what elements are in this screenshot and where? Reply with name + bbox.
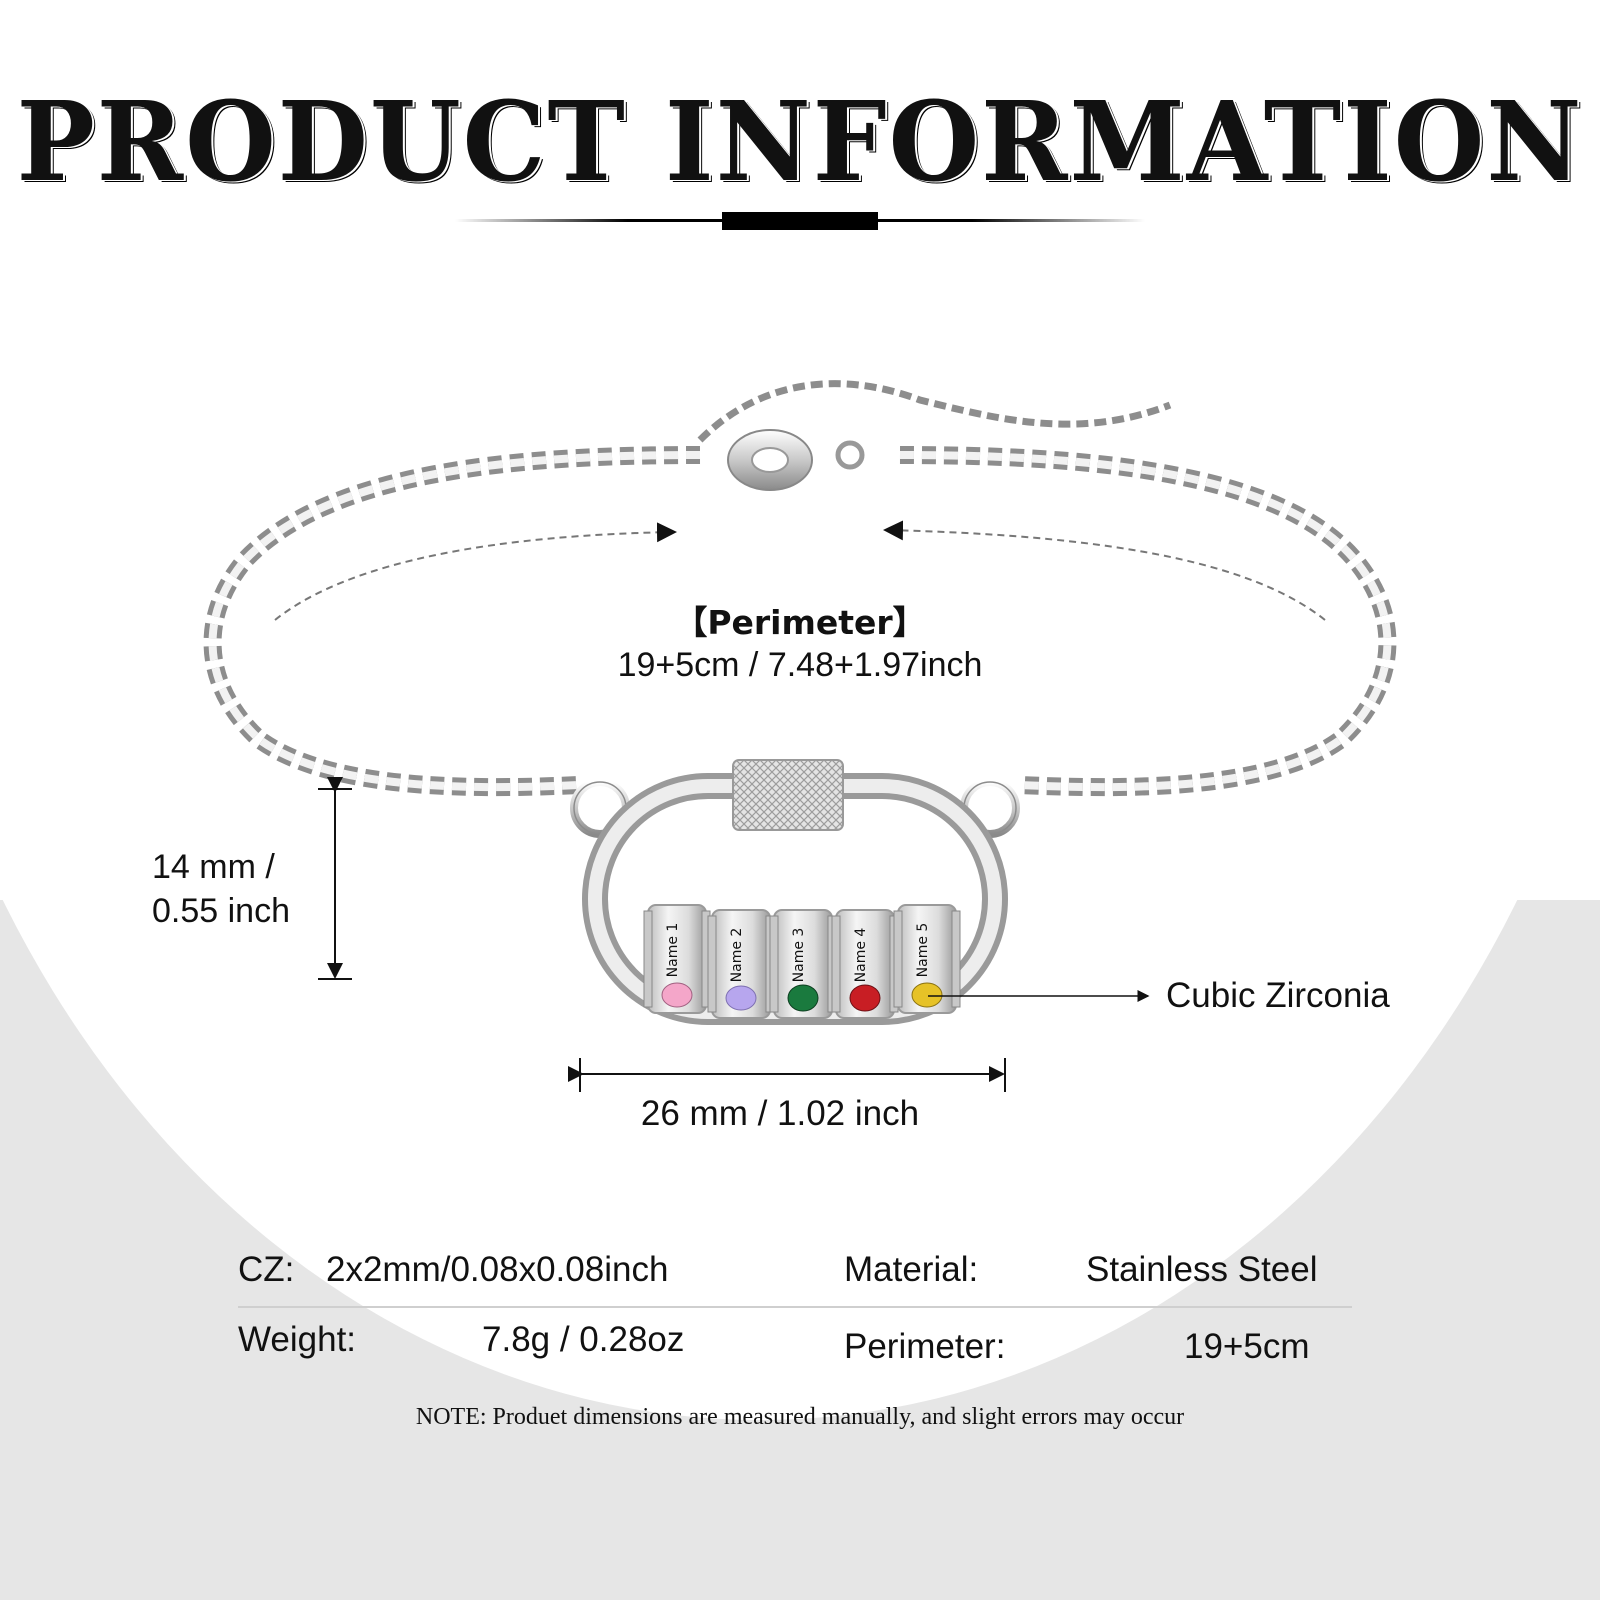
perimeter-arrow-left [274, 522, 677, 621]
spec-divider [238, 1306, 1352, 1308]
height-label-line1: 14 mm / [152, 848, 275, 886]
height-label-line2: 0.55 inch [152, 892, 290, 930]
title-divider-bar [722, 212, 878, 230]
svg-text:Name 1: Name 1 [665, 923, 681, 978]
width-dimension [568, 1058, 1006, 1092]
spec-perimeter-value: 19+5cm [1184, 1327, 1310, 1366]
bead-2: Name 2 [707, 909, 775, 1019]
spec-cz-value: 2x2mm/0.08x0.08inch [326, 1250, 669, 1289]
extender-chain [697, 380, 1172, 443]
disclaimer-note: NOTE: Produet dimensions are measured ma… [415, 1404, 1185, 1430]
height-dimension [318, 777, 352, 980]
chain-left [203, 446, 701, 797]
spec-perimeter-label: Perimeter: [844, 1327, 1006, 1366]
spec-weight-value: 7.8g / 0.28oz [482, 1320, 685, 1359]
lobster-clasp [727, 429, 865, 491]
svg-text:Name 3: Name 3 [791, 928, 807, 983]
bead-1: Name 1 [643, 904, 711, 1014]
screw-lock [732, 759, 844, 831]
spec-material-value: Stainless Steel [1086, 1250, 1318, 1289]
spec-cz-label: CZ: [238, 1250, 295, 1289]
height-label: 14 mm / 0.55 inch [152, 845, 290, 933]
width-label: 26 mm / 1.02 inch [640, 1094, 920, 1133]
bead-4: Name 4 [831, 909, 899, 1019]
spec-material-label: Material: [844, 1250, 979, 1289]
svg-text:Name 4: Name 4 [853, 928, 869, 983]
bead-group: Name 1 Name 2 Name 3 Name 4 [643, 904, 961, 1019]
svg-text:Name 5: Name 5 [915, 923, 931, 978]
spec-weight-label: Weight: [238, 1320, 357, 1359]
bead-3: Name 3 [769, 909, 837, 1019]
cz-callout-label: Cubic Zirconia [1166, 976, 1390, 1015]
bead-5: Name 5 [893, 904, 961, 1014]
page-title: PRODUCT INFORMATION [16, 76, 1584, 207]
perimeter-arrow-right [883, 520, 1326, 621]
svg-text:Name 2: Name 2 [729, 928, 745, 983]
perimeter-heading: 【Perimeter】 [674, 603, 926, 642]
chain-right [899, 446, 1397, 797]
perimeter-value: 19+5cm / 7.48+1.97inch [617, 646, 983, 684]
